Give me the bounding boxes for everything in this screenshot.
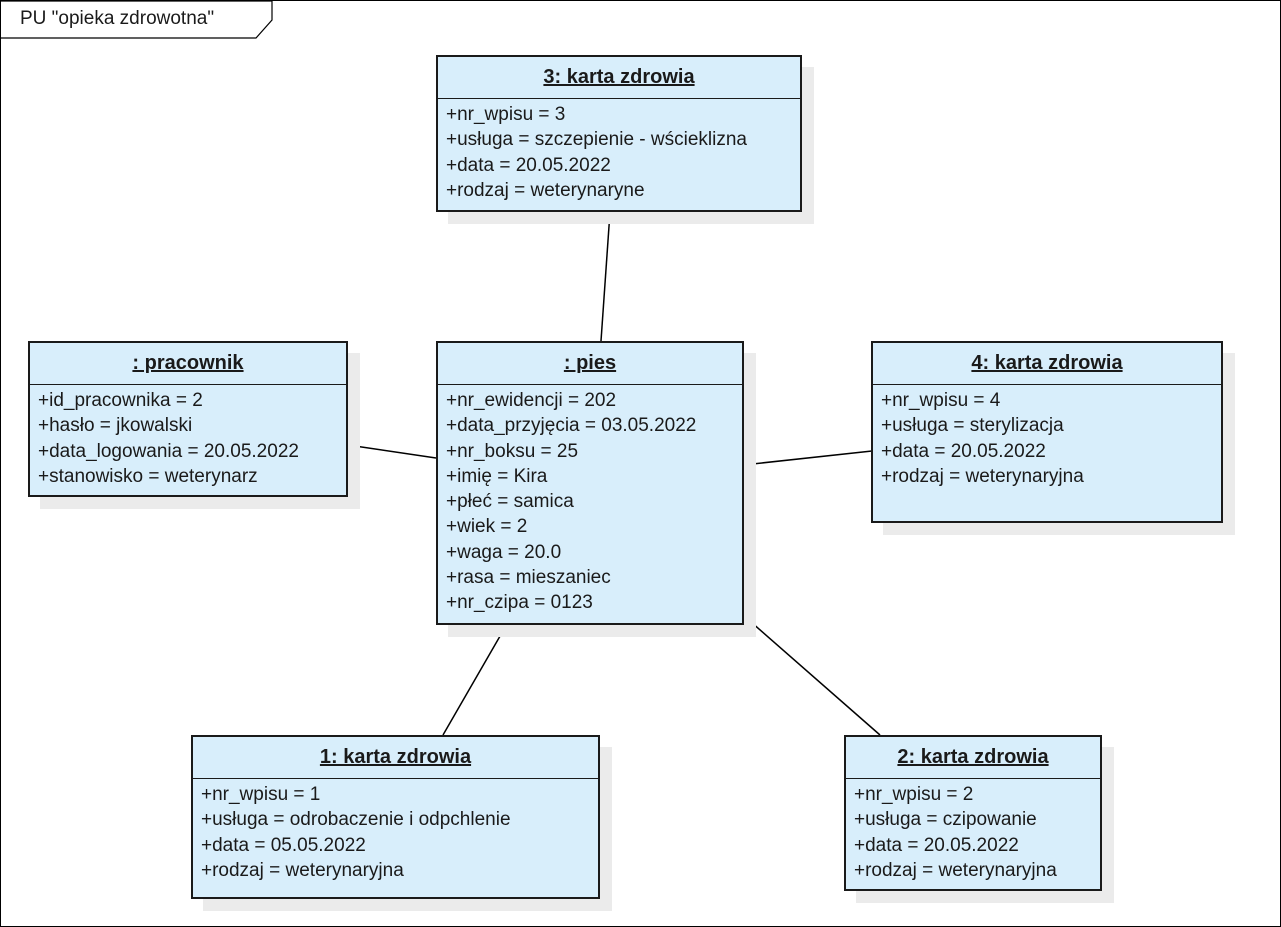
link-karta3-pies [600, 211, 611, 342]
attribute: +usługa = czipowanie [854, 809, 1037, 831]
attribute: +usługa = odrobaczenie i odpchlenie [201, 809, 511, 831]
frame-tab [1, 0, 273, 39]
attribute: +nr_wpisu = 1 [201, 784, 321, 805]
object-karta-zdrowia-1[interactable]: 1: karta zdrowia +nr_wpisu = 1 +usługa =… [191, 735, 612, 911]
attribute: +data = 20.05.2022 [446, 154, 611, 176]
object-karta-zdrowia-4[interactable]: 4: karta zdrowia +nr_wpisu = 4 +usługa =… [871, 341, 1235, 535]
attribute: +rodzaj = weterynaryjna [201, 859, 404, 881]
frame-title: PU "opieka zdrowotna" [20, 8, 215, 29]
link-pies-karta2 [742, 614, 881, 736]
attribute: +rodzaj = weterynaryjna [854, 859, 1057, 881]
attribute: +hasło = jkowalski [38, 415, 193, 437]
object-karta-zdrowia-3[interactable]: 3: karta zdrowia +nr_wpisu = 3 +usługa =… [436, 55, 814, 224]
object-name: 2: karta zdrowia [846, 737, 1100, 779]
attribute: +nr_czipa = 0123 [446, 592, 593, 614]
object-name: : pies [438, 343, 742, 385]
attribute: +rodzaj = weterynaryjna [881, 465, 1084, 487]
object-pracownik[interactable]: : pracownik +id_pracownika = 2 +hasło = … [28, 341, 360, 509]
attribute: +data = 20.05.2022 [854, 834, 1019, 856]
attribute: +rasa = mieszaniec [446, 567, 611, 589]
attribute: +id_pracownika = 2 [38, 390, 203, 411]
attribute: +imię = Kira [446, 465, 548, 487]
attribute: +nr_boksu = 25 [446, 440, 579, 462]
attribute: +rodzaj = weterynaryne [446, 179, 645, 201]
attribute: +wiek = 2 [446, 516, 528, 538]
attribute: +waga = 20.0 [446, 541, 562, 563]
object-name: : pracownik [30, 343, 346, 385]
attribute: +data = 20.05.2022 [881, 440, 1046, 462]
attribute: +nr_wpisu = 3 [446, 104, 566, 125]
attribute: +nr_wpisu = 2 [854, 784, 974, 805]
attribute: +data = 05.05.2022 [201, 834, 366, 856]
attribute: +nr_wpisu = 4 [881, 390, 1001, 411]
link-pies-karta1 [442, 623, 508, 736]
object-pies[interactable]: : pies +nr_ewidencji = 202 +data_przyjęc… [436, 341, 756, 637]
link-pracownik-pies [347, 444, 437, 459]
attribute: +nr_ewidencji = 202 [446, 390, 617, 411]
object-name: 4: karta zdrowia [873, 343, 1221, 385]
attribute: +data_logowania = 20.05.2022 [38, 440, 299, 462]
attribute: +data_przyjęcia = 03.05.2022 [446, 415, 697, 437]
attribute: +stanowisko = weterynarz [38, 465, 258, 487]
attribute: +usługa = szczepienie - wścieklizna [446, 129, 747, 151]
attribute: +usługa = sterylizacja [881, 415, 1064, 437]
object-name: 3: karta zdrowia [438, 57, 800, 99]
object-name: 1: karta zdrowia [193, 737, 598, 779]
link-pies-karta4 [742, 450, 873, 466]
object-karta-zdrowia-2[interactable]: 2: karta zdrowia +nr_wpisu = 2 +usługa =… [844, 735, 1114, 903]
attribute: +płeć = samica [446, 491, 574, 513]
